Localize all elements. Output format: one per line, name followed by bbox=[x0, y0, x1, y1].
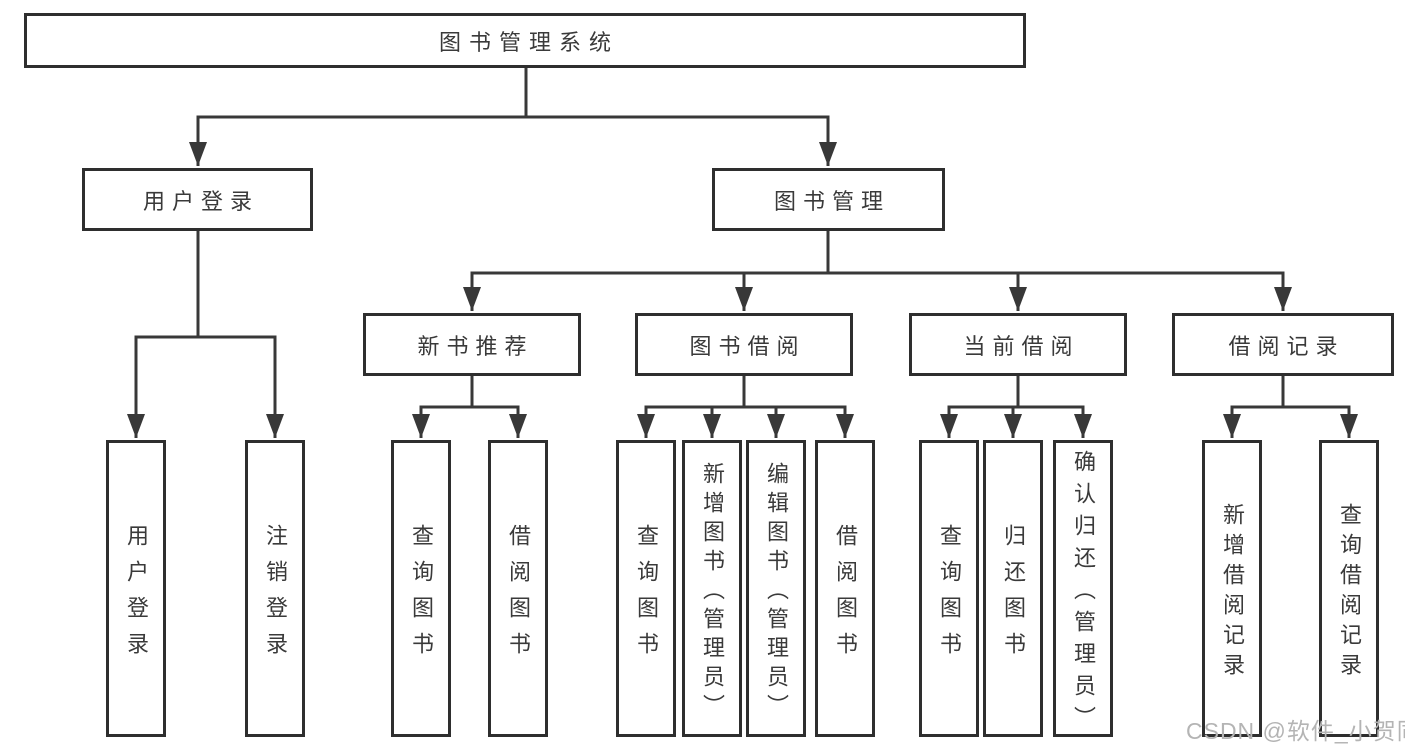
csdn-watermark: CSDN @软件_小贺同学 bbox=[1186, 718, 1405, 744]
connector-new-book-recommend-to-children bbox=[412, 376, 527, 438]
node-user-login-leaf: 用户登录 bbox=[106, 440, 166, 737]
node-return-book: 归还图书 bbox=[983, 440, 1043, 737]
node-label: 查询图书 bbox=[634, 523, 659, 668]
node-label: 编辑图书（管理员） bbox=[764, 461, 789, 723]
connector-book-management-to-level3 bbox=[463, 231, 1292, 311]
node-label: 图书管理 bbox=[773, 188, 890, 214]
node-label: 归还图书 bbox=[1001, 523, 1026, 668]
node-confirm-return-admin: 确认归还（管理员） bbox=[1053, 440, 1113, 738]
node-borrow-books-leaf: 借阅图书 bbox=[815, 440, 875, 737]
node-add-book-admin: 新增图书（管理员） bbox=[682, 440, 742, 737]
node-label: 图书管理系统 bbox=[438, 29, 619, 55]
node-label: 当前借阅 bbox=[963, 333, 1080, 359]
node-label: 注销登录 bbox=[263, 523, 288, 668]
node-label: 查询图书 bbox=[937, 523, 962, 668]
connector-root-to-level2 bbox=[189, 67, 837, 166]
node-label: 查询借阅记录 bbox=[1337, 502, 1362, 683]
node-label: 新增借阅记录 bbox=[1220, 502, 1245, 683]
connector-current-borrow-to-children bbox=[940, 376, 1092, 438]
node-library-system: 图书管理系统 bbox=[24, 13, 1026, 68]
node-label: 用户登录 bbox=[142, 188, 259, 214]
node-book-borrow: 图书借阅 bbox=[635, 313, 853, 376]
node-borrow-books-recommend: 借阅图书 bbox=[488, 440, 548, 737]
node-query-books-current: 查询图书 bbox=[919, 440, 979, 737]
node-book-management: 图书管理 bbox=[712, 168, 945, 231]
node-add-borrow-record: 新增借阅记录 bbox=[1202, 440, 1262, 737]
connector-book-borrow-to-children bbox=[637, 376, 854, 438]
node-label: 新增图书（管理员） bbox=[700, 461, 725, 723]
node-label: 图书借阅 bbox=[689, 333, 806, 359]
node-query-borrow-record: 查询借阅记录 bbox=[1319, 440, 1379, 737]
node-query-books-borrow: 查询图书 bbox=[616, 440, 676, 737]
connector-borrow-records-to-children bbox=[1223, 376, 1358, 438]
node-label: 查询图书 bbox=[409, 523, 434, 668]
node-borrow-records: 借阅记录 bbox=[1172, 313, 1394, 376]
node-edit-book-admin: 编辑图书（管理员） bbox=[746, 440, 806, 737]
node-user-login: 用户登录 bbox=[82, 168, 313, 231]
node-label: 借阅图书 bbox=[506, 523, 531, 668]
node-label: 借阅图书 bbox=[833, 523, 858, 668]
node-label: 借阅记录 bbox=[1228, 333, 1345, 359]
node-new-book-recommend: 新书推荐 bbox=[363, 313, 581, 376]
node-label: 新书推荐 bbox=[417, 333, 534, 359]
node-label: 确认归还（管理员） bbox=[1071, 449, 1096, 738]
node-query-books-recommend: 查询图书 bbox=[391, 440, 451, 737]
node-logout: 注销登录 bbox=[245, 440, 305, 737]
node-label: 用户登录 bbox=[124, 523, 149, 668]
node-current-borrow: 当前借阅 bbox=[909, 313, 1127, 376]
connector-user-login-to-children bbox=[127, 231, 284, 438]
